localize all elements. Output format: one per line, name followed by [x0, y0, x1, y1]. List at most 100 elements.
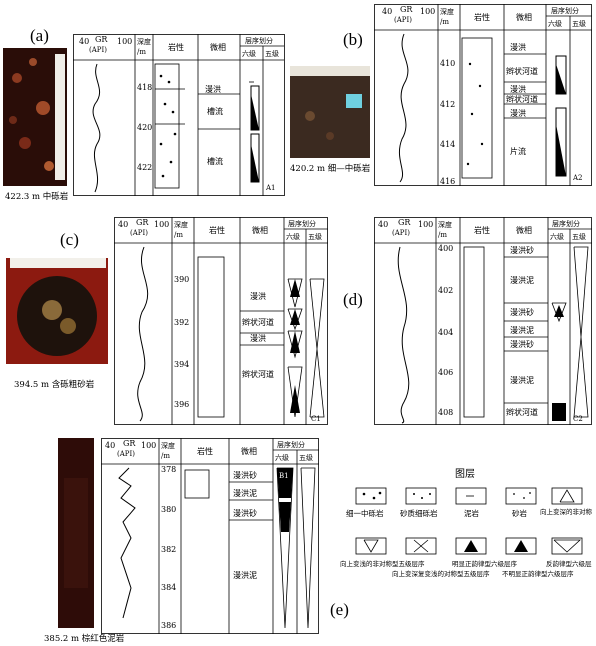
depth-label: 412 [440, 100, 455, 109]
gr-d: GR [398, 218, 411, 227]
seq6-b: 六级 [548, 19, 562, 28]
photo-caption-e: 385.2 m 棕红色泥岩 [44, 634, 125, 644]
legend-item-label: 向上变浅的非对称型五级层序 [340, 559, 425, 568]
api-d: (API) [392, 229, 410, 237]
depth-label: 384 [161, 583, 176, 592]
lith-a: 岩性 [168, 42, 184, 52]
seq5-a: 五级 [265, 49, 279, 58]
gr-a: GR [95, 35, 108, 44]
seq-c: 层序划分 [288, 219, 316, 228]
depth-label: 420 [137, 123, 152, 132]
depth-label: 378 [161, 465, 176, 474]
facies-e: 微相 [241, 446, 257, 456]
lith-e: 岩性 [197, 446, 213, 456]
facies-label: 槽流 [207, 106, 223, 116]
api-c: (API) [130, 229, 148, 237]
gr-min-d: 40 [378, 220, 388, 229]
facies-label: 辫状河道 [242, 317, 274, 327]
facies-label: 漫洪泥 [510, 325, 534, 335]
seq5-c: 五级 [308, 232, 322, 241]
depth-label: 416 [440, 177, 455, 186]
depth-label: 392 [174, 318, 189, 327]
legend-item-label: 砂岩 [512, 508, 527, 518]
depth-unit-d: /m [438, 231, 447, 239]
facies-label: 漫洪砂 [233, 508, 257, 518]
api-b: (API) [394, 16, 412, 24]
seq5-d: 五级 [572, 232, 586, 241]
log-column-e: 40 GR (API) 100 深度 /m 岩性 微相 层序划分 六级 五级 3… [101, 438, 319, 634]
seq5-b: 五级 [572, 19, 586, 28]
facies-label: 辫状河道 [506, 94, 538, 104]
depth-label: 422 [137, 163, 152, 172]
gr-min-a: 40 [79, 37, 89, 46]
depth-label: 386 [161, 621, 176, 630]
legend-item-label: 细一中砾岩 [346, 508, 384, 518]
gr-c: GR [136, 218, 149, 227]
facies-label: 漫洪泥 [510, 375, 534, 385]
lith-b: 岩性 [474, 12, 490, 22]
seq-tag-a: A1 [265, 184, 276, 192]
facies-label: 漫洪砂 [510, 245, 534, 255]
depth-label: 390 [174, 275, 189, 284]
core-photo-a [3, 48, 67, 186]
depth-label: 380 [161, 505, 176, 514]
depth-label: 414 [440, 140, 455, 149]
lith-c: 岩性 [209, 225, 225, 235]
depth-label: 408 [438, 408, 453, 417]
depth-label: 382 [161, 545, 176, 554]
facies-b: 微相 [516, 12, 532, 22]
facies-label: 漫洪 [510, 84, 526, 94]
photo-caption-a2: 420.2 m 细—中砾岩 [290, 164, 371, 174]
depth-label: 418 [137, 83, 152, 92]
depth-unit-c: /m [174, 231, 183, 239]
legend-item-label: 砂质细砾岩 [400, 508, 438, 518]
lith-d: 岩性 [474, 225, 490, 235]
seq6-a: 六级 [242, 49, 256, 58]
facies-label: 片流 [510, 146, 526, 156]
facies-label: 漫洪 [510, 108, 526, 118]
depth-label: 410 [440, 59, 455, 68]
depth-label: 402 [438, 286, 453, 295]
facies-label: 漫洪 [250, 291, 266, 301]
seq-tag-d: C2 [573, 415, 583, 423]
gr-max-c: 100 [154, 220, 169, 229]
seq6-e: 六级 [275, 453, 289, 462]
panel-b-label: (b) [343, 30, 363, 49]
legend-item-label: 不明显正韵律型六级层序 [502, 569, 574, 578]
depth-d: 深度 [438, 220, 452, 229]
depth-label: 400 [438, 244, 453, 253]
gr-min-e: 40 [105, 441, 115, 450]
seq-b: 层序划分 [551, 6, 579, 15]
facies-label: 漫洪砂 [233, 470, 257, 480]
seq-tag-c: C1 [311, 415, 321, 423]
facies-label: 漫洪泥 [510, 275, 534, 285]
depth-label: 394 [174, 360, 189, 369]
core-photo-a2 [290, 66, 370, 158]
core-photo-c [6, 258, 108, 364]
gr-min-c: 40 [118, 220, 128, 229]
photo-caption-c: 394.5 m 含砾粗砂岩 [14, 380, 95, 390]
depth-a: 深度 [137, 37, 151, 46]
seq-d: 层序划分 [552, 219, 580, 228]
gr-max-a: 100 [117, 37, 132, 46]
panel-c-label: (c) [60, 230, 79, 249]
legend-item-label: 反韵律型六级层序 [546, 559, 592, 568]
facies-c: 微相 [252, 225, 268, 235]
legend-item-label: 向上变深的非对称型五级层序 [540, 507, 592, 516]
api-a: (API) [89, 46, 107, 54]
legend-item-label: 泥岩 [464, 508, 479, 518]
legend-item-label: 明显正韵律型六级层序 [452, 559, 518, 568]
seq-e: 层序划分 [277, 440, 305, 449]
depth-unit-a: /m [137, 48, 146, 56]
seq-tag-e: B1 [279, 472, 289, 480]
depth-c: 深度 [174, 220, 188, 229]
depth-e: 深度 [161, 441, 175, 450]
log-column-b: 40 GR (API) 100 深度 /m 岩性 微相 层序划分 六级 五级 4… [374, 4, 592, 186]
gr-max-e: 100 [141, 441, 156, 450]
gr-max-d: 100 [418, 220, 433, 229]
legend-title: 图层 [455, 469, 475, 480]
log-column-d: 40 GR (API) 100 深度 /m 岩性 微相 层序划分 六级 五级 4… [374, 217, 592, 425]
seq6-d: 六级 [550, 232, 564, 241]
depth-unit-b: /m [440, 18, 449, 26]
seq6-c: 六级 [286, 232, 300, 241]
